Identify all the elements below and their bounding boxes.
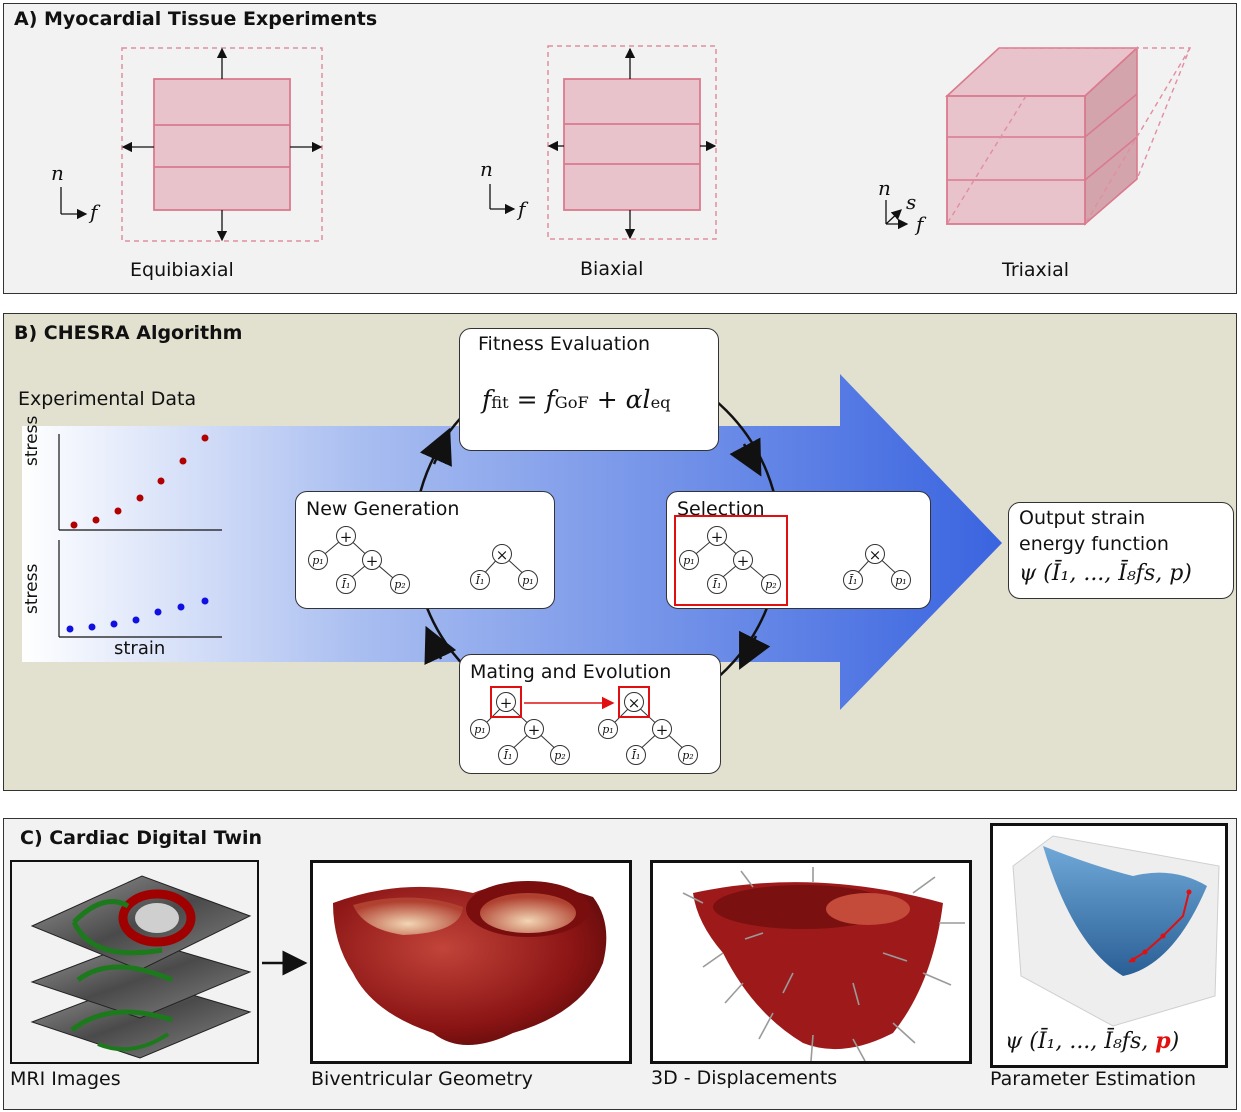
tree-p1-node: p₁ [598,719,618,739]
parameter-estimation-frame: ψ (Ī₁, ..., Ī₈fs, p) [990,823,1228,1068]
selection-title: Selection [677,498,765,520]
tree-plus-node: + [336,526,356,546]
tree-plus-node: + [733,550,753,570]
mating-evolution-title: Mating and Evolution [470,661,672,683]
optimizer-path-points [1130,889,1192,963]
mri-images-frame [10,860,259,1064]
displacement-field-image [682,867,965,1061]
biventricular-geometry-label: Biventricular Geometry [311,1068,533,1090]
panel-tissue-experiments: A) Myocardial Tissue Experiments [3,3,1237,294]
output-label-line1: Output strain [1019,507,1146,529]
axis-f-label: f [90,200,98,224]
stress-axis-label: stress [22,415,42,466]
biaxial-label: Biaxial [580,258,644,280]
tree-times-node: × [492,544,512,564]
displacement-arrows [682,867,965,1061]
crossover-source-highlight [490,686,522,718]
equibiaxial-label: Equibiaxial [130,259,234,281]
parameter-formula: ψ (Ī₁, ..., Ī₈fs, p) [1005,1028,1180,1054]
biventricular-geometry-frame [310,860,632,1064]
tree-plus-node: + [362,550,382,570]
parameter-estimation-label: Parameter Estimation [990,1068,1197,1090]
tree-p1-node: p₁ [679,550,699,570]
tree-plus-node: + [524,719,544,739]
output-label-line2: energy function [1019,533,1169,555]
mri-to-geometry-arrow [262,950,308,976]
tree-p1-node: p₁ [308,550,328,570]
tree-i1-node: Ī₁ [626,745,646,765]
panel-c-title: C) Cardiac Digital Twin [20,827,263,849]
tree-times-node: × [865,544,885,564]
axis-f-label: f [916,212,924,236]
selected-tree-highlight [674,515,788,606]
mating-evolution-box: Mating and Evolution + p₁ + Ī₁ p₂ × p₁ +… [459,654,721,774]
tree-i1-node: Ī₁ [707,574,727,594]
mri-images-label: MRI Images [10,1068,121,1090]
tree-p2-node: p₂ [390,574,410,594]
strain-axis-label: strain [114,638,166,659]
fitness-formula: ffit = fGoF + αleq [482,385,671,414]
selection-box: Selection + p₁ + Ī₁ p₂ × Ī₁ p₁ [666,491,931,609]
fitness-evaluation-title: Fitness Evaluation [478,333,651,355]
triaxial-label: Triaxial [1002,259,1069,281]
axis-n-label: n [480,157,493,181]
triaxial-sample [885,46,1192,230]
crossover-target-highlight [618,686,650,718]
tree-p2-node: p₂ [678,745,698,765]
axis-n-label: n [51,161,64,185]
new-generation-title: New Generation [306,498,460,520]
tree-p2-node: p₂ [550,745,570,765]
panel-cardiac-digital-twin: C) Cardiac Digital Twin [3,818,1237,1110]
panel-chesra-algorithm: B) CHESRA Algorithm [3,313,1237,791]
tree-p1-node: p₁ [891,570,911,590]
tree-i1-node: Ī₁ [498,745,518,765]
mri-slices-image [30,875,252,1059]
axis-s-label: s [906,190,917,214]
tree-plus-node: + [707,526,727,546]
stress-strain-plot-bottom [58,540,222,638]
stress-strain-plot-top [58,434,222,531]
output-formula: ψ (Ī₁, ..., Ī₈fs, p) [1019,561,1192,586]
displacements-frame [650,860,972,1064]
biventricular-mesh-image [333,881,607,1045]
equibiaxial-sample [60,47,323,242]
tree-p2-node: p₂ [761,574,781,594]
stress-axis-label: stress [22,563,42,614]
axis-n-label: n [878,176,891,200]
tissue-experiments-drawing [60,45,1192,242]
new-generation-box: New Generation + p₁ + Ī₁ p₂ × Ī₁ p₁ [295,491,555,609]
tree-plus-node: + [652,719,672,739]
experimental-data-label: Experimental Data [18,388,197,410]
axis-f-label: f [518,197,526,221]
loss-surface-image [1012,835,1220,1027]
biaxial-sample [489,45,717,240]
tree-p1-node: p₁ [518,570,538,590]
tree-i1-node: Ī₁ [470,570,490,590]
fitness-evaluation-box: Fitness Evaluation ffit = fGoF + αleq [459,328,719,451]
tree-times-node: × [624,692,644,712]
tree-p1-node: p₁ [470,719,490,739]
tree-i1-node: Ī₁ [843,570,863,590]
panel-b-title: B) CHESRA Algorithm [14,322,243,344]
panel-a-title: A) Myocardial Tissue Experiments [14,8,378,30]
tree-plus-node: + [496,692,516,712]
tree-i1-node: Ī₁ [336,574,356,594]
output-box: Output strain energy function ψ (Ī₁, ...… [1008,502,1234,599]
displacements-label: 3D - Displacements [651,1067,838,1089]
